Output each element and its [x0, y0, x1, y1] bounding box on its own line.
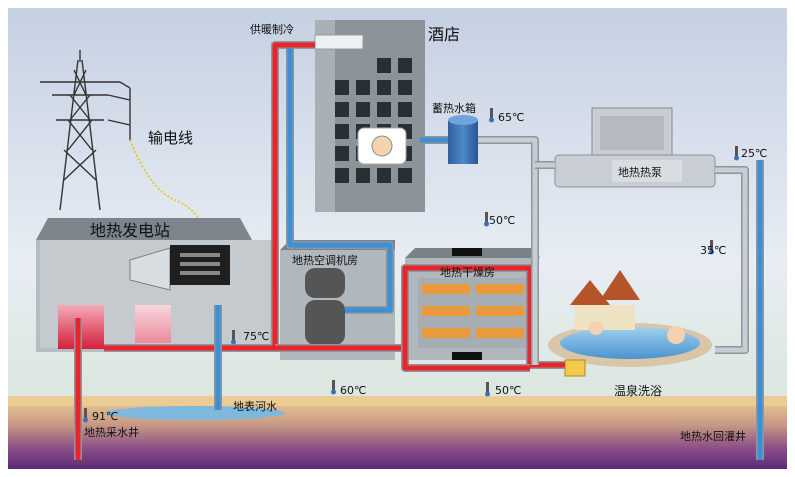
drying-tray	[476, 284, 524, 294]
temp-50-hotel: 50℃	[489, 214, 515, 227]
hot-supply-pipe	[104, 42, 315, 351]
temp-91: 91℃	[92, 410, 118, 423]
production-well-label: 地热采水井	[84, 425, 139, 439]
hotel-label: 酒店	[428, 25, 460, 44]
hotel-window	[377, 80, 391, 95]
thermometer-bulb	[83, 417, 88, 423]
chiller-unit-1	[305, 268, 345, 298]
hotel-window	[356, 102, 370, 117]
thermometer-bulb	[231, 339, 236, 345]
drying-room-label: 地热干燥房	[440, 266, 495, 279]
ac-loop-pipe	[287, 48, 393, 313]
thermometer-bulb	[484, 221, 489, 227]
transmission-tower	[40, 50, 131, 211]
bather-2	[667, 326, 685, 344]
temp-75: 75℃	[243, 330, 269, 343]
thermometer-icon	[232, 330, 235, 340]
hotel-window	[398, 80, 412, 95]
thermometer-icon	[332, 380, 335, 390]
heating-cooling-label: 供暖制冷	[250, 22, 294, 36]
drying-tray	[476, 306, 524, 316]
thermometer-bulb	[489, 117, 494, 123]
storage-tank-label: 蓄热水箱	[432, 101, 476, 115]
thermometer-icon	[735, 146, 738, 156]
hotel-window	[335, 124, 349, 139]
hotel-window	[398, 168, 412, 183]
chiller-unit-2	[305, 300, 345, 345]
hotel-window	[335, 102, 349, 117]
thermometer-icon	[710, 240, 713, 250]
pipe-network	[74, 41, 764, 460]
thermometer-bulb	[331, 389, 336, 395]
hotel-window	[377, 102, 391, 117]
drying-return-pipe	[402, 340, 530, 371]
temp-35: 35℃	[700, 244, 726, 257]
drying-tray	[422, 328, 470, 338]
ac-room-label: 地热空调机房	[292, 253, 358, 267]
reinjection-well-label: 地热水回灌井	[680, 429, 746, 443]
hotel-window	[377, 58, 391, 73]
thermometer-bulb	[734, 155, 739, 161]
thermometer-icon	[485, 212, 488, 222]
hotel-window	[398, 58, 412, 73]
temp-50-bottom: 50℃	[495, 384, 521, 397]
ground-surface	[8, 396, 787, 406]
temp-25: 25℃	[741, 147, 767, 160]
condenser-tank	[135, 305, 171, 343]
temp-60: 60℃	[340, 384, 366, 397]
storage-tank	[448, 115, 478, 164]
thermometer-icon	[84, 408, 87, 418]
thermometer-icon	[486, 382, 489, 392]
pump-to-spa-pipe	[715, 167, 748, 353]
drying-tray	[422, 306, 470, 316]
inlet-box	[564, 359, 586, 377]
thermometer-icon	[490, 108, 493, 118]
bather-1	[589, 321, 603, 335]
hotel-window	[356, 168, 370, 183]
drying-tray	[422, 284, 470, 294]
surface-river-label: 地表河水	[233, 399, 277, 413]
hotel-window	[335, 146, 349, 161]
hot-spring-label: 温泉洗浴	[614, 384, 662, 398]
hotel-window	[377, 168, 391, 183]
power-line-label: 输电线	[148, 129, 193, 147]
indoor-ac-unit	[314, 34, 364, 50]
thermometers	[83, 108, 739, 423]
fan-bottom	[452, 352, 482, 360]
hotel-window	[335, 168, 349, 183]
tank-return-pipe	[478, 137, 538, 365]
thermometer-bulb	[485, 391, 490, 397]
hotel-window	[335, 80, 349, 95]
turbine-generator	[129, 245, 230, 291]
hotel-window	[356, 80, 370, 95]
drying-tray	[476, 328, 524, 338]
drying-trays	[422, 284, 524, 338]
fan-top	[452, 248, 482, 256]
heat-pump-machine	[554, 107, 716, 188]
geothermal-station-label: 地热发电站	[90, 221, 170, 240]
river-water	[105, 406, 285, 420]
thermometer-bulb	[709, 249, 714, 255]
heat-pump-label: 地热热泵	[618, 166, 662, 179]
hotel-window	[398, 102, 412, 117]
temp-65: 65℃	[498, 111, 524, 124]
